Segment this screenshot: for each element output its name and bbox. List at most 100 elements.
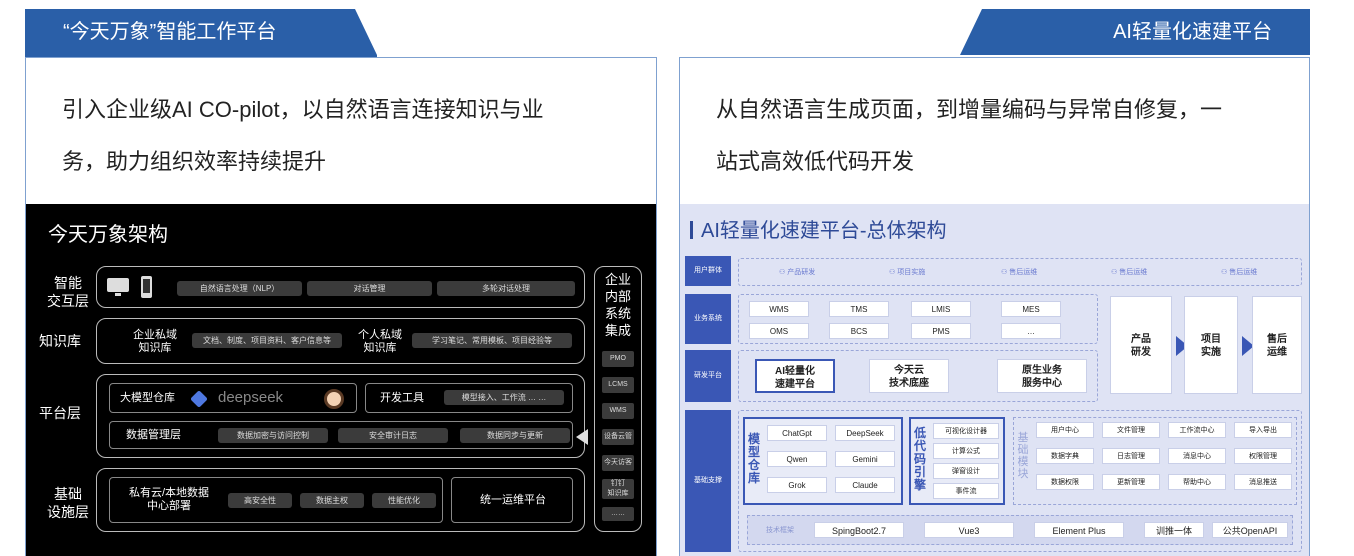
left-panel: 引入企业级AI CO-pilot，以自然语言连接知识与业 务，助力组织效率持续提…: [25, 57, 657, 556]
model-grok: Grok: [767, 477, 827, 493]
model-claude: Claude: [835, 477, 895, 493]
right-panel: 从自然语言生成页面，到增量编码与异常自修复，一 站式高效低代码开发: [679, 57, 1310, 556]
row-label-users: 用户群体: [685, 256, 731, 286]
row-label-rd: 研发平台: [685, 350, 731, 402]
right-desc-line1: 从自然语言生成页面，到增量编码与异常自修复，一: [716, 97, 1223, 122]
dialogue-mgmt-pill: 对话管理: [307, 281, 432, 296]
biz-bcs: BCS: [829, 323, 889, 339]
deepseek-brand: deepseek: [218, 389, 284, 406]
base-import-export: 导入导出: [1234, 422, 1292, 438]
biz-row: WMS TMS LMIS MES OMS BCS PMS …: [738, 294, 1098, 344]
side-item-lcms: LCMS: [602, 377, 634, 393]
personal-kb-label: 个人私域 知识库: [358, 329, 402, 354]
row-label-biz: 业务系统: [685, 294, 731, 344]
flow-product-rd: 产品 研发: [1110, 296, 1172, 394]
biz-mes: MES: [1001, 301, 1061, 317]
nlp-pill: 自然语言处理（NLP）: [177, 281, 302, 296]
engine-visual-designer: 可视化设计器: [933, 423, 999, 439]
user-group-2: ⚇ 项目实施: [889, 269, 926, 276]
tech-framework-label: 技术框架: [766, 527, 794, 534]
base-workflow: 工作流中心: [1168, 422, 1226, 438]
dev-tools-desc: 模型接入、工作流 … …: [444, 390, 564, 405]
base-log-mgmt: 日志管理: [1102, 448, 1160, 464]
layer-label-platform: 平台层: [39, 405, 81, 421]
biz-pms: PMS: [911, 323, 971, 339]
enterprise-kb-label: 企业私域 知识库: [133, 329, 177, 354]
side-item-wms: WMS: [602, 403, 634, 419]
base-help-center: 帮助中心: [1168, 474, 1226, 490]
model-store-group: 模型仓库 ChatGpt DeepSeek Qwen Gemini Grok C…: [743, 417, 903, 505]
personal-kb-desc: 学习笔记、常用模板、项目经验等: [412, 333, 572, 348]
performance-pill: 性能优化: [372, 493, 436, 508]
base-permission-mgmt: 权限管理: [1234, 448, 1292, 464]
engine-formula: 计算公式: [933, 443, 999, 459]
arch-title: AI轻量化速建平台-总体架构: [690, 214, 947, 243]
tech-vue3: Vue3: [924, 522, 1014, 538]
data-encrypt-pill: 数据加密与访问控制: [218, 428, 328, 443]
diagram-title: 今天万象架构: [48, 224, 168, 246]
base-message-center: 消息中心: [1168, 448, 1226, 464]
biz-wms: WMS: [749, 301, 809, 317]
data-mgmt-box: 数据管理层 数据加密与访问控制 安全审计日志 数据同步与更新: [109, 421, 573, 449]
infra-layer-row: 私有云/本地数据 中心部署 高安全性 数据主权 性能优化 统一运维平台: [96, 468, 585, 532]
flow-arrow-2-icon: [1242, 336, 1254, 356]
biz-oms: OMS: [749, 323, 809, 339]
base-file-mgmt: 文件管理: [1102, 422, 1160, 438]
layer-label-infra: 基础 设施层: [47, 486, 89, 520]
enterprise-kb-desc: 文档、制度、项目资料、客户信息等: [192, 333, 342, 348]
user-group-4: ⚇ 售后运维: [1111, 269, 1148, 276]
rd-ai-platform: AI轻量化 速建平台: [755, 359, 835, 393]
ops-label: 统一运维平台: [480, 494, 546, 506]
right-desc-line2: 站式高效低代码开发: [716, 149, 915, 174]
tech-element-plus: Element Plus: [1034, 522, 1124, 538]
model-chatgpt: ChatGpt: [767, 425, 827, 441]
side-item-more: ……: [602, 507, 634, 521]
engine-eventflow: 事件流: [933, 483, 999, 499]
interaction-layer-row: 自然语言处理（NLP） 对话管理 多轮对话处理: [96, 266, 585, 308]
tech-framework-row: 技术框架 SpingBoot2.7 Vue3 Element Plus 训推一体…: [747, 515, 1293, 545]
right-section-tag: AI轻量化速建平台: [960, 9, 1310, 55]
data-sovereignty-pill: 数据主权: [300, 493, 364, 508]
platform-layer-row: 大模型仓库 deepseek 开发工具 模型接入、工作流 … … 数据管理层 数…: [96, 374, 585, 458]
tech-springboot: SpingBoot2.7: [814, 522, 904, 538]
ops-box: 统一运维平台: [451, 477, 573, 523]
base-data-permission: 数据权限: [1036, 474, 1094, 490]
model-gemini: Gemini: [835, 451, 895, 467]
dev-tools-label: 开发工具: [380, 392, 424, 404]
base-message-push: 消息推送: [1234, 474, 1292, 490]
engine-vlabel: 低代码引擎: [913, 426, 926, 492]
data-mgmt-label: 数据管理层: [126, 429, 181, 441]
knowledge-layer-row: 企业私域 知识库 文档、制度、项目资料、客户信息等 个人私域 知识库 学习笔记、…: [96, 318, 585, 364]
side-item-pmo: PMO: [602, 351, 634, 367]
users-row: ⚇ 产品研发 ⚇ 项目实施 ⚇ 售后运维 ⚇ 售后运维 ⚇ 售后运维: [738, 258, 1302, 286]
left-tag-underline: [25, 55, 377, 57]
device-icon: [107, 276, 152, 298]
user-group-1: ⚇ 产品研发: [779, 269, 816, 276]
integration-title: 企业 内部 系统 集成: [604, 272, 631, 338]
lowcode-engine-group: 低代码引擎 可视化设计器 计算公式 弹窗设计 事件流: [909, 417, 1005, 505]
base-modules-group: 基础模块 用户中心 文件管理 工作流中心 导入导出 数据字典 日志管理 消息中心…: [1013, 417, 1297, 505]
engine-popup: 弹窗设计: [933, 463, 999, 479]
base-update-mgmt: 更新管理: [1102, 474, 1160, 490]
deploy-box: 私有云/本地数据 中心部署 高安全性 数据主权 性能优化: [109, 477, 443, 523]
biz-tms: TMS: [829, 301, 889, 317]
base-user-center: 用户中心: [1036, 422, 1094, 438]
left-desc-line1: 引入企业级AI CO-pilot，以自然语言连接知识与业: [62, 97, 544, 122]
model-deepseek: DeepSeek: [835, 425, 895, 441]
model-store-vlabel: 模型仓库: [747, 432, 760, 485]
flow-aftersales: 售后 运维: [1252, 296, 1302, 394]
high-security-pill: 高安全性: [228, 493, 292, 508]
dev-tools-box: 开发工具 模型接入、工作流 … …: [365, 383, 573, 413]
audit-log-pill: 安全审计日志: [338, 428, 448, 443]
data-sync-pill: 数据同步与更新: [460, 428, 570, 443]
lowcode-architecture-diagram: AI轻量化速建平台-总体架构 用户群体 业务系统 研发平台 基础支撑 ⚇ 产品研…: [680, 204, 1309, 556]
deploy-label: 私有云/本地数据 中心部署: [128, 487, 210, 512]
left-section-tag: “今天万象”智能工作平台: [25, 9, 377, 55]
tech-openapi: 公共OpenAPI: [1212, 522, 1288, 538]
flow-project-impl: 项目 实施: [1184, 296, 1238, 394]
side-item-visitor: 今天访客: [602, 455, 634, 471]
multiturn-pill: 多轮对话处理: [437, 281, 575, 296]
rd-tech-base: 今天云 技术底座: [869, 359, 949, 393]
biz-lmis: LMIS: [911, 301, 971, 317]
model-store-label: 大模型仓库: [120, 392, 175, 404]
